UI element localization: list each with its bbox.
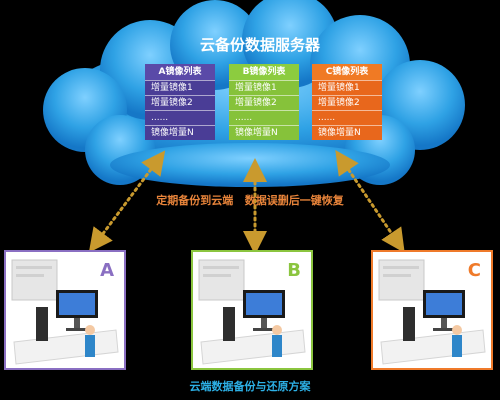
client-panel-c: C xyxy=(371,250,493,370)
client-panel-b: B xyxy=(191,250,313,370)
list-item: 镜像增量N xyxy=(145,125,215,140)
list-item: 增量镜像1 xyxy=(229,80,299,95)
workstation-illustration xyxy=(198,259,306,365)
panel-letter-a: A xyxy=(100,260,114,281)
list-item: 增量镜像2 xyxy=(145,95,215,110)
list-item: 增量镜像2 xyxy=(229,95,299,110)
list-item: 镜像增量N xyxy=(312,125,382,140)
middle-caption: 定期备份到云端 数据误删后一键恢复 xyxy=(156,194,344,207)
panel-letter-c: C xyxy=(467,260,481,281)
list-item: ...... xyxy=(312,110,382,125)
image-list-a-header: A镜像列表 xyxy=(145,64,215,80)
image-list-b: B镜像列表 增量镜像1 增量镜像2 ...... 镜像增量N xyxy=(229,64,299,140)
image-list-c: C镜像列表 增量镜像1 增量镜像2 ...... 镜像增量N xyxy=(312,64,382,140)
panel-letter-b: B xyxy=(287,260,301,281)
workstation-illustration xyxy=(378,259,486,365)
image-list-a: A镜像列表 增量镜像1 增量镜像2 ...... 镜像增量N xyxy=(145,64,215,140)
arrow-a xyxy=(88,150,166,253)
list-item: 增量镜像2 xyxy=(312,95,382,110)
list-item: ...... xyxy=(145,110,215,125)
image-list-b-header: B镜像列表 xyxy=(229,64,299,80)
list-item: ...... xyxy=(229,110,299,125)
list-item: 镜像增量N xyxy=(229,125,299,140)
bottom-caption: 云端数据备份与还原方案 xyxy=(189,380,311,393)
image-list-c-header: C镜像列表 xyxy=(312,64,382,80)
workstation-illustration xyxy=(11,259,119,365)
client-panel-a: A xyxy=(4,250,126,370)
cloud-title: 云备份数据服务器 xyxy=(199,36,320,54)
list-item: 增量镜像1 xyxy=(145,80,215,95)
arrow-c xyxy=(335,150,405,253)
list-item: 增量镜像1 xyxy=(312,80,382,95)
